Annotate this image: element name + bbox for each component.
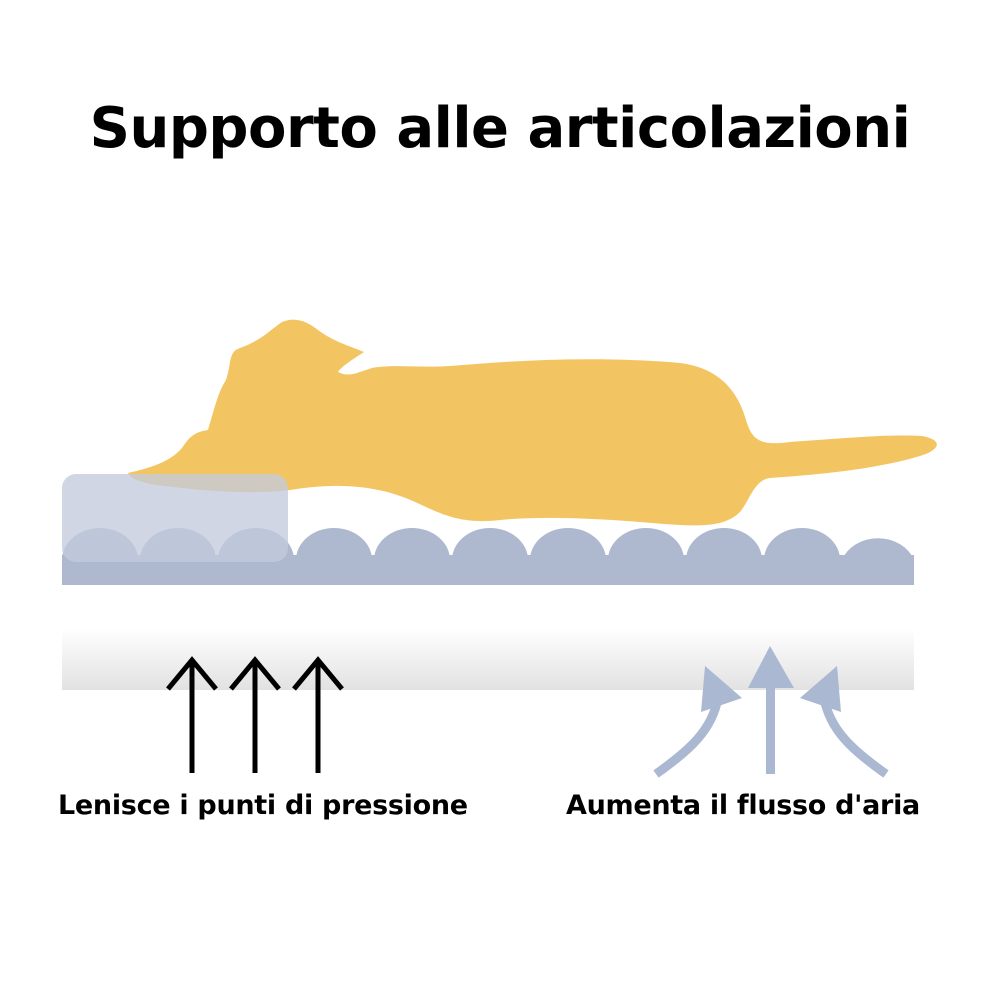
airflow-arrows — [653, 646, 889, 778]
arrow-up-icon — [229, 656, 281, 773]
curved-arrow-icon — [800, 666, 889, 778]
arrow-up-icon — [166, 656, 218, 773]
pressure-relief-arrows — [166, 656, 344, 773]
arrow-up-icon — [748, 646, 794, 774]
airflow-label: Aumenta il flusso d'aria — [566, 790, 920, 821]
curved-arrow-icon — [653, 666, 742, 778]
arrow-up-icon — [292, 656, 344, 773]
page-title: Supporto alle articolazioni — [89, 96, 911, 161]
dog-silhouette — [128, 319, 937, 526]
bolster-cushion — [62, 474, 288, 562]
pressure-relief-label: Lenisce i punti di pressione — [58, 790, 468, 821]
